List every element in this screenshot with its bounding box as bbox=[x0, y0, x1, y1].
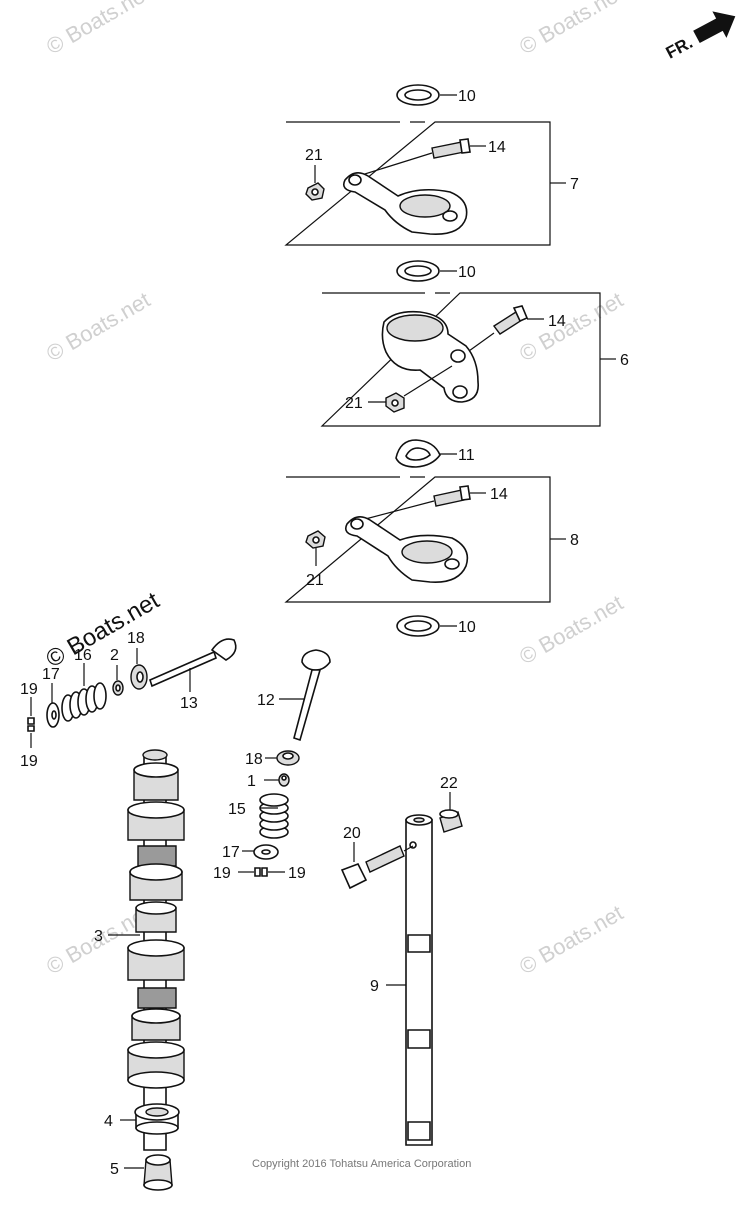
nut-21-b bbox=[385, 392, 405, 413]
callout-8: 8 bbox=[570, 532, 579, 549]
copyright-notice: Copyright 2016 Tohatsu America Corporati… bbox=[252, 1158, 471, 1170]
watermark-dark: © Boats.net bbox=[42, 587, 165, 673]
valve-13 bbox=[149, 638, 237, 688]
rocker-arm-assembly-8-frame bbox=[284, 476, 551, 603]
front-direction-marker: FR. bbox=[663, 11, 736, 63]
retainer-18-a bbox=[130, 664, 148, 690]
rocker-shaft-9 bbox=[405, 814, 433, 1146]
callout-14: 14 bbox=[488, 139, 506, 156]
seat-17-b bbox=[253, 844, 279, 860]
camshaft-3 bbox=[127, 749, 185, 1151]
callout-1: 1 bbox=[247, 773, 256, 790]
callout-21: 21 bbox=[306, 572, 324, 589]
cap-5 bbox=[143, 1154, 173, 1191]
callout-3: 3 bbox=[94, 928, 103, 945]
pin-22 bbox=[439, 809, 463, 833]
callout-22: 22 bbox=[440, 775, 458, 792]
watermark-text: © Boats.net bbox=[515, 0, 627, 59]
rocker-arm-assembly-7-frame bbox=[284, 121, 551, 246]
bolt-20 bbox=[340, 845, 405, 890]
callout-16: 16 bbox=[74, 647, 92, 664]
washer-10-bottom bbox=[396, 615, 440, 637]
spring-16 bbox=[61, 682, 107, 722]
callout-14: 14 bbox=[490, 486, 508, 503]
callout-12: 12 bbox=[257, 692, 275, 709]
callout-4: 4 bbox=[104, 1113, 113, 1130]
gear-4 bbox=[134, 1103, 180, 1135]
callout-6: 6 bbox=[620, 352, 629, 369]
callout-18: 18 bbox=[127, 630, 145, 647]
arrow-right-icon bbox=[693, 11, 736, 44]
callout-10: 10 bbox=[458, 619, 476, 636]
front-label: FR. bbox=[663, 33, 696, 63]
nut-21-a bbox=[305, 182, 325, 201]
rocker-arm-assembly-6-frame bbox=[320, 292, 601, 427]
washer-10-mid bbox=[396, 260, 440, 282]
callout-19: 19 bbox=[20, 681, 38, 698]
valve-12 bbox=[293, 649, 331, 742]
screw-14-b bbox=[492, 305, 529, 335]
rocker-arm-6 bbox=[381, 310, 479, 403]
spring-15 bbox=[259, 793, 289, 839]
callout-21: 21 bbox=[345, 395, 363, 412]
callout-17: 17 bbox=[42, 666, 60, 683]
callout-10: 10 bbox=[458, 264, 476, 281]
callout-18: 18 bbox=[245, 751, 263, 768]
washer-10-top bbox=[396, 84, 440, 106]
callout-15: 15 bbox=[228, 801, 246, 818]
callout-19: 19 bbox=[213, 865, 231, 882]
retainer-18-b bbox=[276, 750, 300, 766]
callout-2: 2 bbox=[110, 647, 119, 664]
callout-20: 20 bbox=[343, 825, 361, 842]
callout-17: 17 bbox=[222, 844, 240, 861]
callout-14: 14 bbox=[548, 313, 566, 330]
callout-5: 5 bbox=[110, 1161, 119, 1178]
callout-21: 21 bbox=[305, 147, 323, 164]
keepers-19-a bbox=[27, 717, 35, 732]
callout-19: 19 bbox=[20, 753, 38, 770]
callout-13: 13 bbox=[180, 695, 198, 712]
seal-2 bbox=[112, 680, 124, 696]
seal-1 bbox=[278, 773, 290, 787]
callout-11: 11 bbox=[458, 447, 475, 464]
seat-17-a bbox=[46, 702, 60, 728]
watermark-text: © Boats.net bbox=[42, 0, 154, 59]
callout-10: 10 bbox=[458, 88, 476, 105]
rocker-arm-8 bbox=[344, 516, 469, 583]
screw-14-c bbox=[433, 485, 471, 507]
washer-11 bbox=[395, 439, 441, 468]
screw-14-a bbox=[431, 138, 471, 159]
watermark-text: © Boats.net bbox=[515, 900, 627, 979]
callout-9: 9 bbox=[370, 978, 379, 995]
keepers-19-b bbox=[254, 867, 268, 877]
callout-7: 7 bbox=[570, 176, 579, 193]
rocker-arm-7 bbox=[342, 172, 468, 235]
watermark-text: © Boats.net bbox=[515, 287, 627, 366]
watermark-text: © Boats.net bbox=[42, 287, 154, 366]
nut-21-c bbox=[305, 530, 326, 549]
callout-19: 19 bbox=[288, 865, 306, 882]
